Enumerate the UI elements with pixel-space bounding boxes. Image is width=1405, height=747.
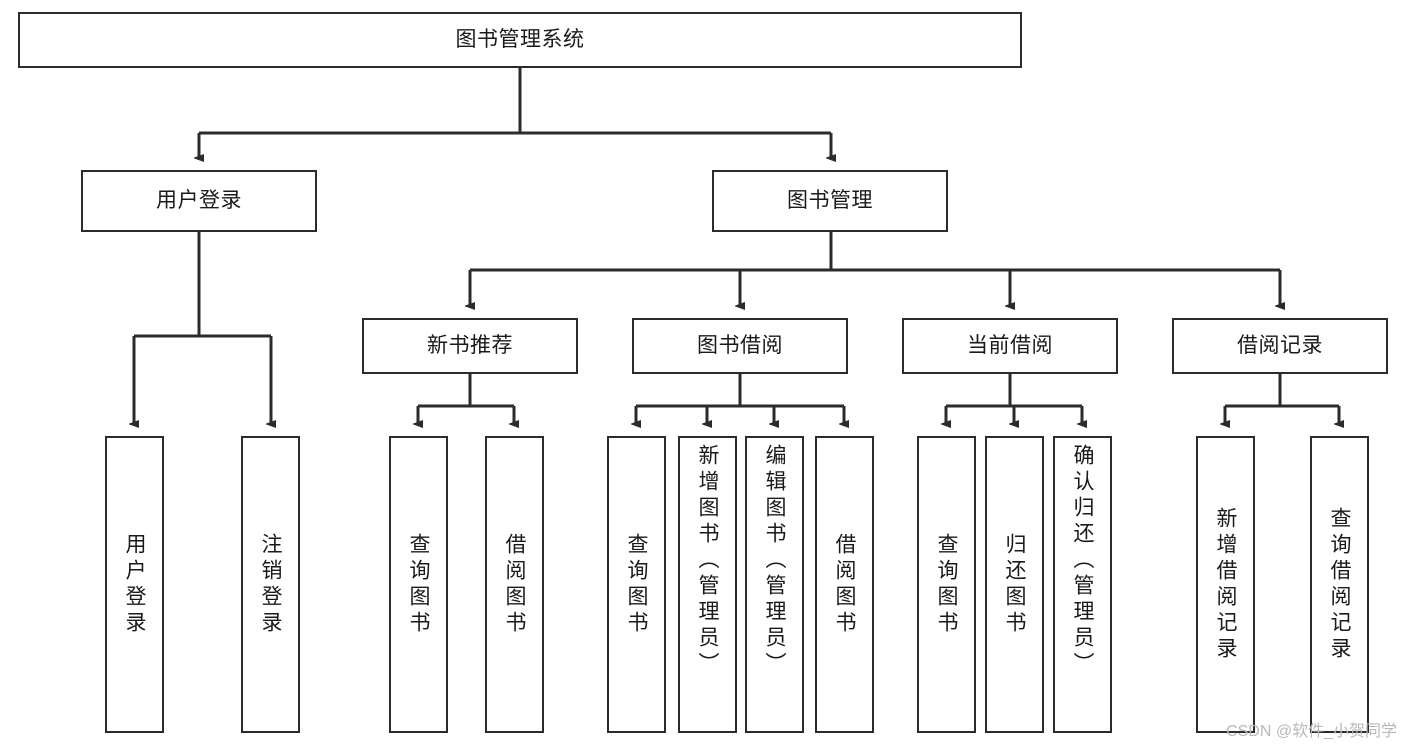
node-leaf-borrow-book[interactable]: 借阅图书 — [815, 436, 874, 733]
node-book-borrow[interactable]: 图书借阅 — [632, 318, 848, 374]
node-leaf-add-record[interactable]: 新增借阅记录 — [1196, 436, 1255, 733]
node-book-manage[interactable]: 图书管理 — [712, 170, 948, 232]
node-leaf-logout[interactable]: 注销登录 — [241, 436, 300, 733]
node-leaf-logout-label: 注销登录 — [259, 532, 282, 637]
node-leaf-confirm-return[interactable]: 确认归还（管理员） — [1053, 436, 1112, 733]
node-new-book-rec-label: 新书推荐 — [427, 333, 513, 357]
node-root-label: 图书管理系统 — [455, 27, 585, 51]
node-leaf-query-record-label: 查询借阅记录 — [1328, 506, 1351, 663]
node-book-borrow-label: 图书借阅 — [697, 333, 783, 357]
node-leaf-query-book-borrow[interactable]: 查询图书 — [607, 436, 666, 733]
node-current-borrow[interactable]: 当前借阅 — [902, 318, 1118, 374]
node-user-login[interactable]: 用户登录 — [81, 170, 317, 232]
node-leaf-user-login-label: 用户登录 — [123, 532, 146, 637]
node-borrow-record-label: 借阅记录 — [1237, 333, 1323, 357]
node-leaf-return-book[interactable]: 归还图书 — [985, 436, 1044, 733]
node-leaf-borrow-book-rec-label: 借阅图书 — [503, 532, 526, 637]
node-user-login-label: 用户登录 — [156, 188, 242, 212]
node-leaf-query-book-borrow-label: 查询图书 — [625, 532, 648, 637]
node-leaf-confirm-return-label: 确认归还（管理员） — [1071, 444, 1094, 678]
node-leaf-borrow-book-label: 借阅图书 — [833, 532, 856, 637]
node-leaf-add-book[interactable]: 新增图书（管理员） — [678, 436, 737, 733]
node-leaf-edit-book-label: 编辑图书（管理员） — [763, 444, 786, 678]
node-leaf-return-book-label: 归还图书 — [1003, 532, 1026, 637]
node-leaf-query-book-rec[interactable]: 查询图书 — [389, 436, 448, 733]
node-leaf-query-book-cur-label: 查询图书 — [935, 532, 958, 637]
node-leaf-add-record-label: 新增借阅记录 — [1214, 506, 1237, 663]
node-leaf-query-book-cur[interactable]: 查询图书 — [917, 436, 976, 733]
node-new-book-rec[interactable]: 新书推荐 — [362, 318, 578, 374]
node-root[interactable]: 图书管理系统 — [18, 12, 1022, 68]
node-leaf-edit-book[interactable]: 编辑图书（管理员） — [745, 436, 804, 733]
node-leaf-add-book-label: 新增图书（管理员） — [696, 444, 719, 678]
node-leaf-borrow-book-rec[interactable]: 借阅图书 — [485, 436, 544, 733]
node-current-borrow-label: 当前借阅 — [967, 333, 1053, 357]
node-leaf-query-record[interactable]: 查询借阅记录 — [1310, 436, 1369, 733]
node-book-manage-label: 图书管理 — [787, 188, 873, 212]
node-leaf-query-book-rec-label: 查询图书 — [407, 532, 430, 637]
node-borrow-record[interactable]: 借阅记录 — [1172, 318, 1388, 374]
node-leaf-user-login[interactable]: 用户登录 — [105, 436, 164, 733]
